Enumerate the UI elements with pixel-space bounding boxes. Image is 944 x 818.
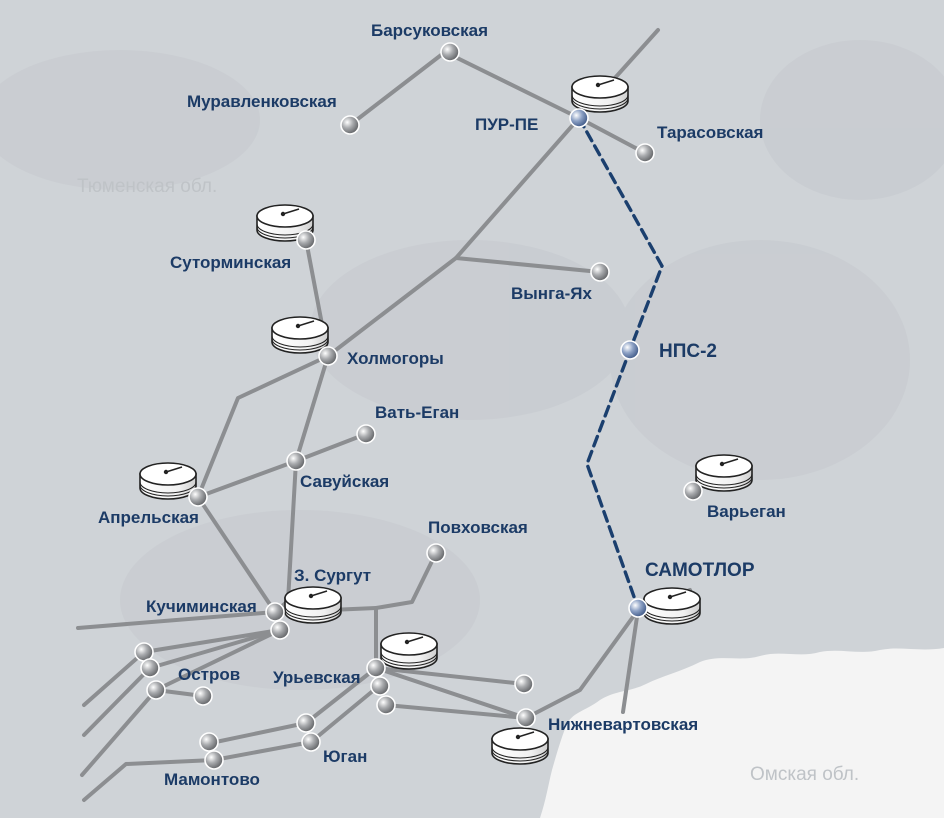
pump-station-dot-icon xyxy=(188,487,208,507)
pump-station-dot-icon xyxy=(146,680,166,700)
region-label-omsk: Омская обл. xyxy=(750,764,860,785)
pump-station-dot-icon xyxy=(340,115,360,135)
label-savuyskaya: Савуйская xyxy=(300,472,390,491)
pump-station-dot-icon xyxy=(590,262,610,282)
pump-station-dot-icon xyxy=(318,346,338,366)
label-barsukovskaya: Барсуковская xyxy=(371,21,488,40)
label-yugan: Юган xyxy=(323,747,368,766)
pump-station-dot-icon xyxy=(199,732,219,752)
pump-station-dot-icon xyxy=(366,658,386,678)
pump-station-dot-icon xyxy=(683,481,703,501)
label-tarasovskaya: Тарасовская xyxy=(657,123,764,142)
label-uryevskaya: Урьевская xyxy=(273,668,361,687)
label-kholmogory: Холмогоры xyxy=(347,349,444,368)
pump-station-dot-icon xyxy=(426,543,446,563)
label-muravlenkovskaya: Муравленковская xyxy=(187,92,337,111)
label-samotlor: САМОТЛОР xyxy=(645,560,755,581)
new-station-dot-icon xyxy=(569,108,589,128)
region-label-tyumen: Тюменская обл. xyxy=(77,176,218,197)
storage-tank-icon xyxy=(491,727,549,765)
new-station-dot-icon xyxy=(628,598,648,618)
storage-tank-icon xyxy=(284,586,342,624)
pump-station-dot-icon xyxy=(370,676,390,696)
pump-station-dot-icon xyxy=(635,143,655,163)
land-texture xyxy=(0,40,944,690)
storage-tank-icon xyxy=(695,454,753,492)
pump-station-dot-icon xyxy=(376,695,396,715)
storage-tank-icon xyxy=(271,316,329,354)
pump-station-dot-icon xyxy=(356,424,376,444)
pump-station-dot-icon xyxy=(193,686,213,706)
pump-station-dot-icon xyxy=(440,42,460,62)
pump-station-dot-icon xyxy=(140,658,160,678)
storage-tank-icon xyxy=(139,462,197,500)
pump-station-dot-icon xyxy=(265,602,285,622)
pump-station-dot-icon xyxy=(270,620,290,640)
new-station-dot-icon xyxy=(620,340,640,360)
pump-station-dot-icon xyxy=(286,451,306,471)
label-vat-egan: Вать-Еган xyxy=(375,403,460,422)
storage-tank-icon xyxy=(643,587,701,625)
pump-station-dot-icon xyxy=(296,713,316,733)
pump-station-dot-icon xyxy=(514,674,534,694)
label-sutorminskaya: Суторминская xyxy=(170,253,292,272)
label-povkhovskaya: Повховская xyxy=(428,518,528,537)
label-mamontovo: Мамонтово xyxy=(164,770,260,789)
label-nps2: НПС-2 xyxy=(659,341,717,362)
label-nizhnevartovskaya: Нижневартовская xyxy=(548,715,699,734)
stations xyxy=(134,42,703,770)
pump-station-dot-icon xyxy=(301,732,321,752)
label-aprelskaya: Апрельская xyxy=(98,508,199,527)
label-vynga-yakh: Вынга-Ях xyxy=(511,284,592,303)
storage-tank-icon xyxy=(380,632,438,670)
pump-station-dot-icon xyxy=(296,230,316,250)
label-varyegan: Варьеган xyxy=(707,502,786,521)
pump-station-dot-icon xyxy=(204,750,224,770)
label-pur-pe: ПУР-ПЕ xyxy=(475,115,539,134)
storage-tank-icon xyxy=(571,75,629,113)
label-ostrov: Остров xyxy=(178,665,241,684)
pump-station-dot-icon xyxy=(516,708,536,728)
label-kuchiminskaya: Кучиминская xyxy=(146,597,257,616)
label-z-surgut: З. Сургут xyxy=(294,566,372,585)
